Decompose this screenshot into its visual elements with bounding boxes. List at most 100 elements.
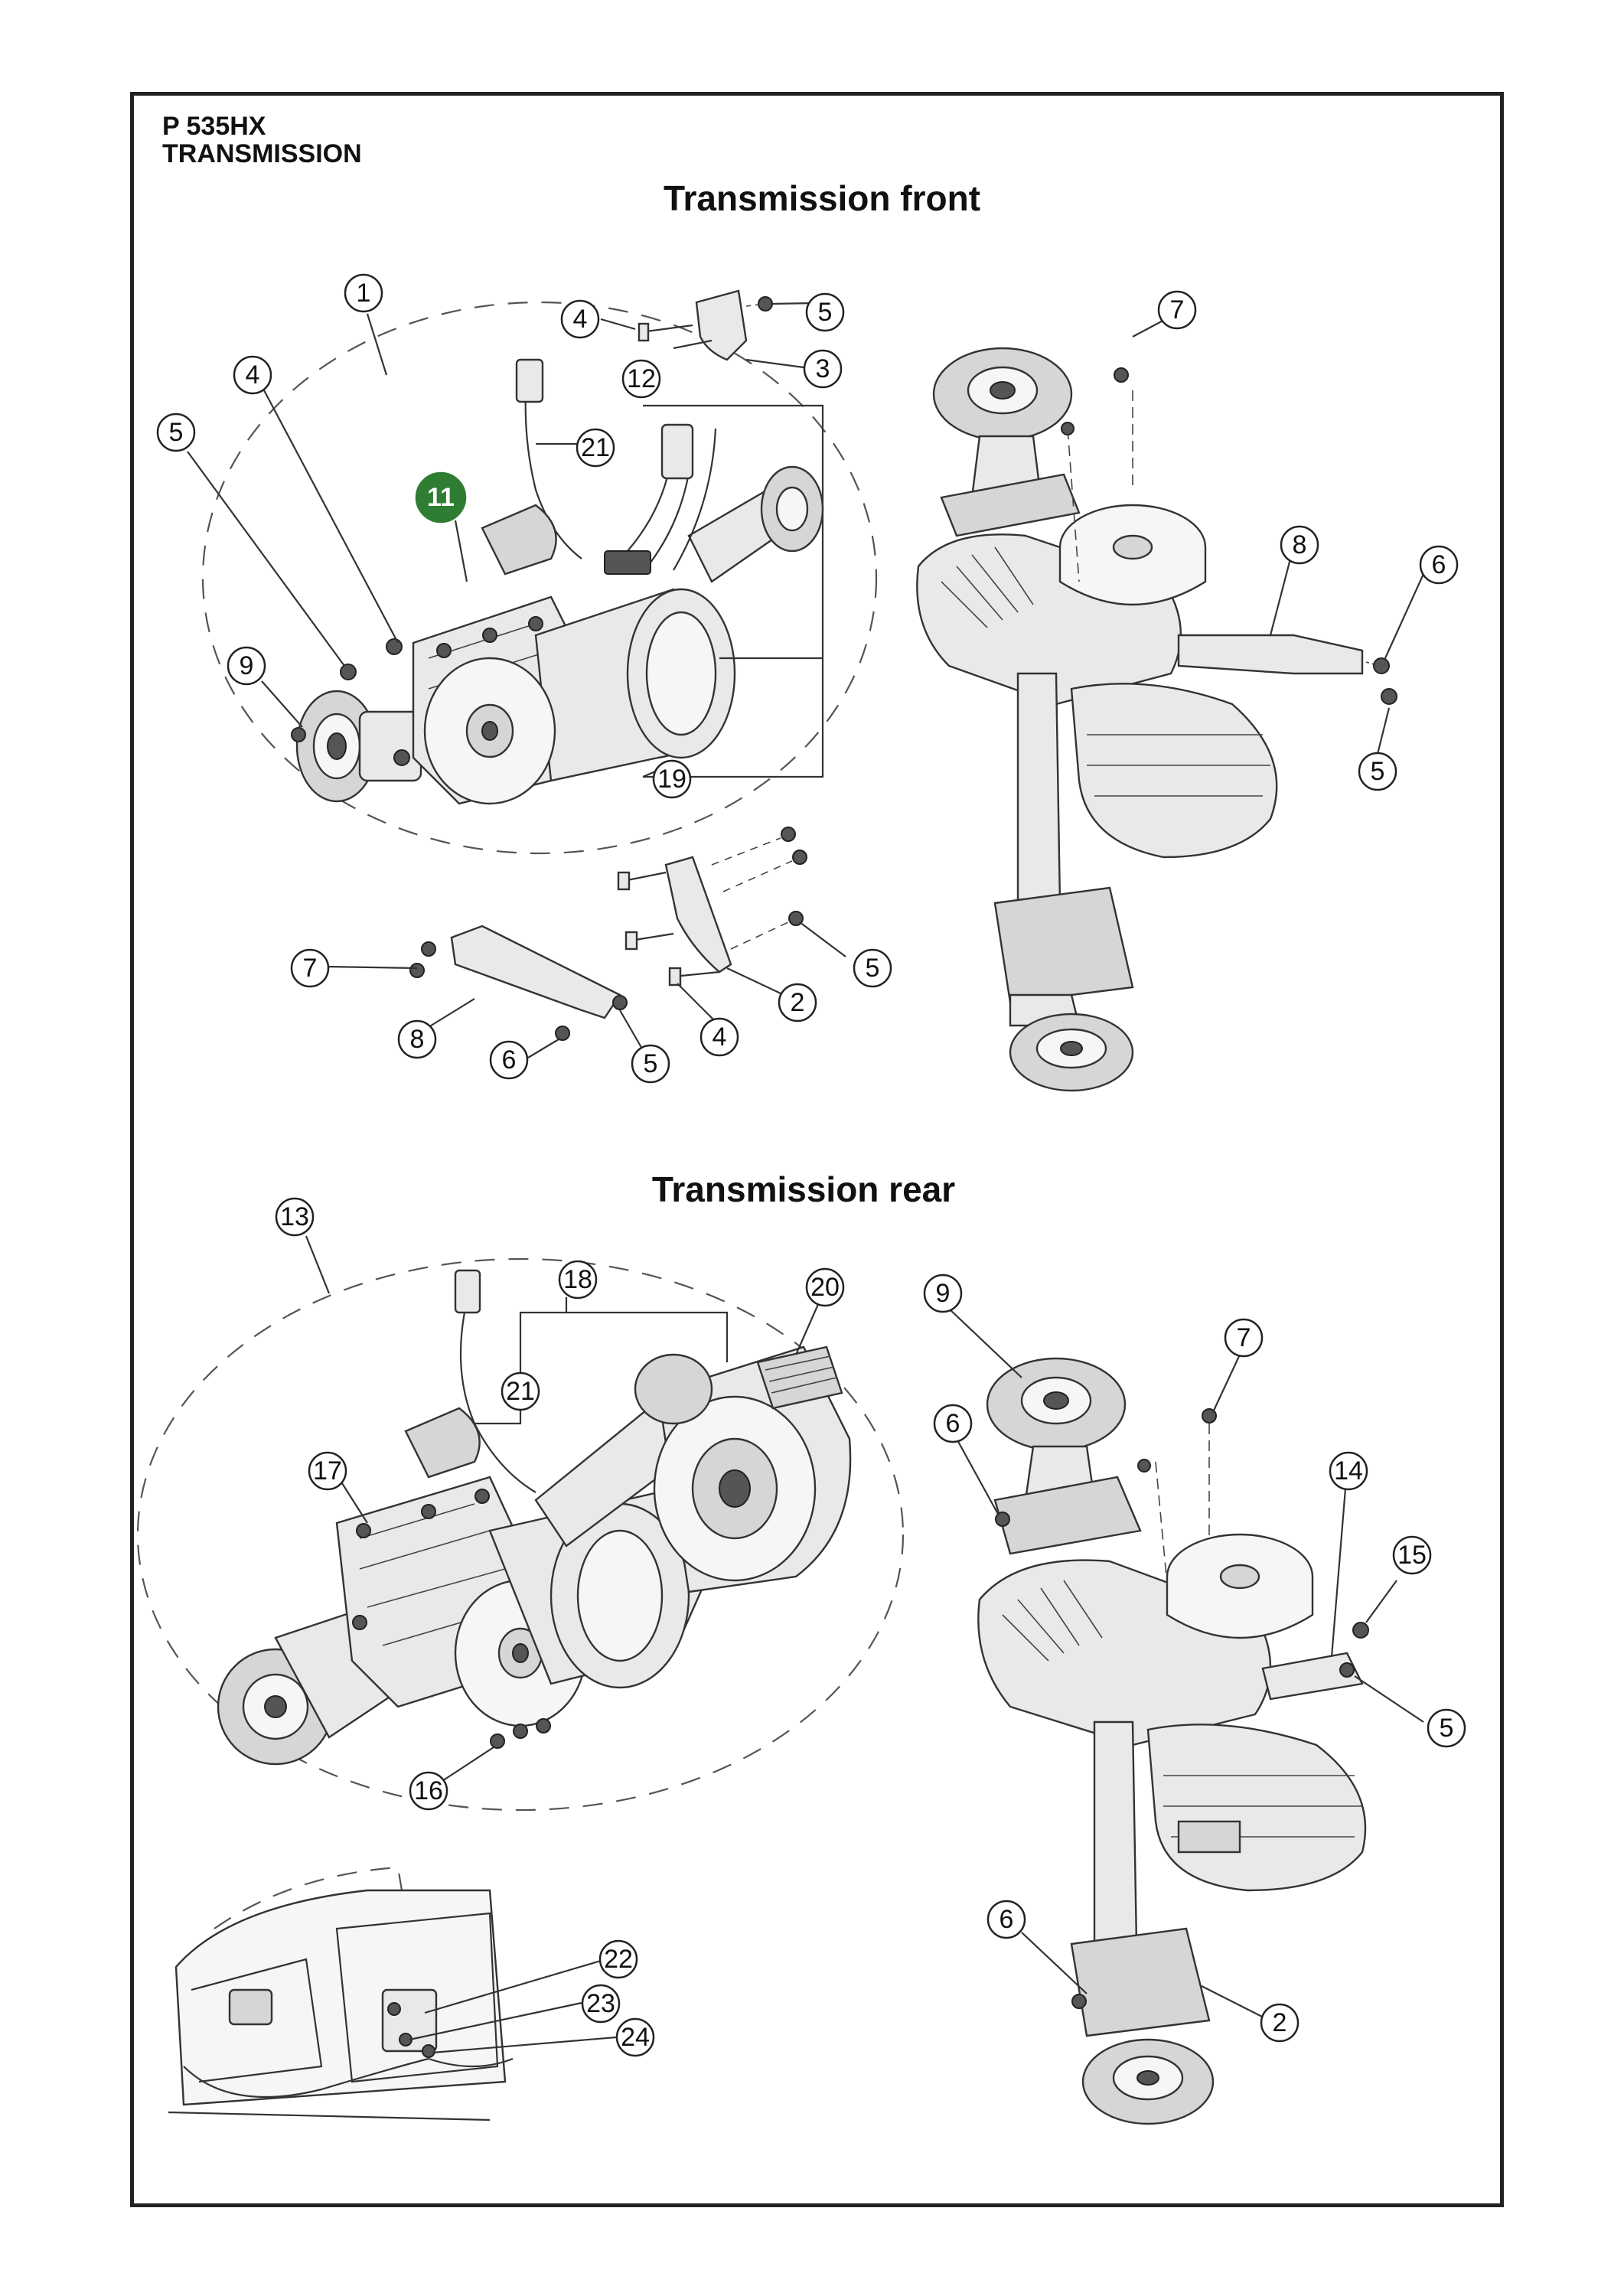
header-section: TRANSMISSION <box>162 139 362 168</box>
svg-text:5: 5 <box>169 418 184 447</box>
callout-r-17: 17 <box>308 1451 347 1491</box>
callout-f-8a: 8 <box>1280 525 1319 565</box>
svg-text:5: 5 <box>818 298 833 327</box>
callout-r-22: 22 <box>598 1939 638 1979</box>
rear-connector-block <box>756 1345 843 1410</box>
callout-f-7a: 7 <box>1157 290 1197 330</box>
svg-text:8: 8 <box>410 1025 425 1054</box>
svg-text:17: 17 <box>313 1456 342 1486</box>
page-frame <box>130 92 1504 2207</box>
callout-r-5: 5 <box>1427 1708 1466 1748</box>
svg-text:13: 13 <box>280 1202 309 1231</box>
front-encoder-sensor <box>481 504 557 576</box>
svg-text:6: 6 <box>946 1409 960 1438</box>
svg-text:12: 12 <box>627 364 656 393</box>
callout-r-7: 7 <box>1224 1318 1264 1358</box>
callout-r-23: 23 <box>581 1984 621 2024</box>
svg-text:23: 23 <box>586 1989 615 2018</box>
callout-r-16: 16 <box>409 1771 448 1811</box>
svg-text:4: 4 <box>573 305 588 334</box>
svg-text:4: 4 <box>246 360 260 390</box>
svg-text:16: 16 <box>414 1776 443 1805</box>
svg-text:3: 3 <box>816 354 830 383</box>
rear-motor <box>454 1491 706 1727</box>
svg-text:11: 11 <box>427 483 455 512</box>
svg-text:22: 22 <box>604 1945 633 1974</box>
callout-f-5c: 5 <box>1358 752 1397 791</box>
rear-motor-end <box>634 1345 852 1593</box>
callouts: 1 4 5 3 4 12 21 5 11 9 19 7 8 6 5 4 2 5 … <box>156 273 1466 2057</box>
svg-text:5: 5 <box>1440 1714 1454 1743</box>
front-assembled-view <box>916 347 1397 1092</box>
svg-text:6: 6 <box>1432 550 1446 579</box>
svg-text:7: 7 <box>1170 295 1185 325</box>
front-lower-brackets <box>409 827 807 1041</box>
svg-text:15: 15 <box>1397 1541 1427 1570</box>
callout-f-4c: 4 <box>699 1017 739 1057</box>
callout-r-18: 18 <box>558 1260 598 1300</box>
callout-r-20: 20 <box>805 1267 845 1307</box>
front-wiring-harness <box>515 358 717 575</box>
svg-text:2: 2 <box>791 988 805 1017</box>
rear-lower-bolts <box>490 1718 551 1749</box>
callout-f-3: 3 <box>803 349 843 389</box>
front-drive-flange <box>295 690 422 803</box>
callout-r-21: 21 <box>501 1371 540 1411</box>
callout-f-5b: 5 <box>805 292 845 332</box>
callout-r-6b: 6 <box>986 1900 1026 1939</box>
callout-f-5a: 5 <box>156 413 196 452</box>
svg-text:4: 4 <box>713 1022 727 1052</box>
section-title-rear: Transmission rear <box>651 1169 956 1209</box>
front-top-bracket <box>638 289 773 361</box>
rear-assembled-view <box>977 1357 1369 2125</box>
callout-r-24: 24 <box>615 2017 655 2057</box>
callout-f-21: 21 <box>576 428 615 468</box>
callout-f-1: 1 <box>344 273 383 313</box>
callout-f-11: 11 <box>415 471 467 523</box>
callout-f-6a: 6 <box>1419 545 1459 585</box>
callout-f-4a: 4 <box>233 355 272 395</box>
svg-text:20: 20 <box>810 1273 840 1302</box>
callout-f-5e: 5 <box>631 1044 670 1084</box>
svg-text:7: 7 <box>1237 1323 1251 1352</box>
callout-r-2: 2 <box>1260 2003 1300 2043</box>
callout-f-19: 19 <box>652 759 692 799</box>
callout-f-7b: 7 <box>290 948 330 988</box>
callout-f-2: 2 <box>778 983 817 1022</box>
rear-wiring-harness <box>404 1269 536 1493</box>
detail-inset <box>168 1866 514 2122</box>
front-exploded-assembly <box>201 301 878 855</box>
rear-assembly-boundary <box>136 1257 905 1812</box>
front-motor <box>423 588 736 805</box>
svg-text:24: 24 <box>621 2023 650 2052</box>
svg-text:5: 5 <box>1371 757 1385 786</box>
callout-r-14: 14 <box>1329 1451 1368 1491</box>
callout-f-5d: 5 <box>853 948 892 988</box>
svg-text:21: 21 <box>581 433 610 462</box>
front-assembly-boundary <box>201 301 878 855</box>
callout-f-4b: 4 <box>560 299 600 339</box>
svg-text:5: 5 <box>866 954 880 983</box>
callout-r-15: 15 <box>1392 1535 1432 1575</box>
svg-text:6: 6 <box>1000 1905 1014 1934</box>
svg-text:9: 9 <box>936 1279 951 1308</box>
svg-text:1: 1 <box>357 279 371 308</box>
section-title-front: Transmission front <box>663 178 981 218</box>
front-axle-tube <box>687 465 824 583</box>
callout-r-13: 13 <box>275 1197 315 1237</box>
svg-text:5: 5 <box>644 1049 658 1078</box>
svg-text:9: 9 <box>240 651 254 680</box>
front-left-bolts <box>291 638 410 766</box>
leader-lines <box>187 302 1425 2054</box>
rear-exploded-assembly <box>136 1257 905 1812</box>
svg-text:14: 14 <box>1334 1456 1363 1486</box>
svg-text:18: 18 <box>563 1265 592 1294</box>
svg-text:8: 8 <box>1293 530 1307 559</box>
svg-text:2: 2 <box>1273 2008 1287 2037</box>
svg-text:21: 21 <box>506 1377 535 1406</box>
callout-r-9: 9 <box>923 1274 963 1313</box>
callout-r-6a: 6 <box>933 1404 973 1443</box>
svg-text:6: 6 <box>502 1045 517 1075</box>
header-model: P 535HX <box>162 112 266 141</box>
